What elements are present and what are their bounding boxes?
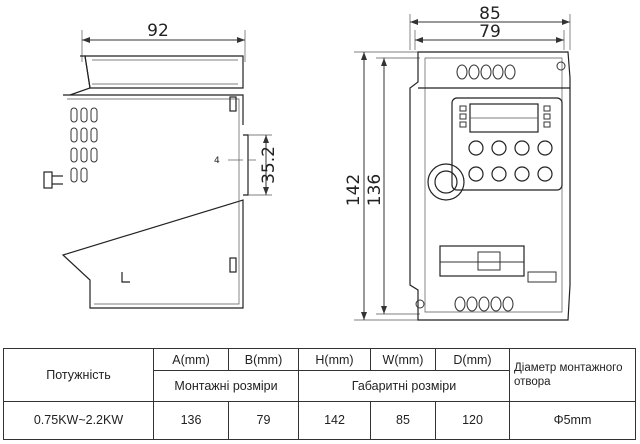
w-cell: 85: [370, 400, 436, 441]
col-h-header: H(mm): [298, 347, 371, 372]
hole-header: Діаметр монтажного отвора: [509, 348, 636, 402]
h-cell: 142: [298, 400, 371, 441]
slot-width-label: 4: [214, 156, 220, 166]
a-cell: 136: [153, 400, 229, 441]
col-w-header: W(mm): [370, 347, 436, 372]
slot-height-label: 35.2: [259, 146, 279, 184]
power-cell: 0.75KW~2.2KW: [3, 400, 154, 441]
dimension-drawing: 92: [43, 4, 571, 321]
power-header: Потужність: [3, 348, 154, 402]
col-a-header: A(mm): [153, 347, 229, 372]
overall-group-header: Габаритні розміри: [298, 370, 510, 402]
d-cell: 120: [435, 400, 510, 441]
mount-group-header: Монтажні розміри: [153, 370, 299, 402]
side-depth-label: 92: [147, 21, 169, 41]
col-d-header: D(mm): [435, 347, 510, 372]
front-view: 85 79 142 136: [344, 4, 571, 321]
hole-cell: Φ5mm: [509, 400, 636, 441]
front-height-mount-label: 136: [365, 174, 385, 206]
front-width-outer-label: 85: [479, 4, 501, 24]
front-width-mount-label: 79: [479, 22, 501, 42]
side-view: 92: [43, 21, 279, 309]
b-cell: 79: [228, 400, 299, 441]
table-row: 0.75KW~2.2KW 136 79 142 85 120 Φ5mm: [3, 400, 636, 441]
front-height-outer-label: 142: [344, 174, 364, 206]
col-b-header: B(mm): [228, 347, 299, 372]
spec-table: Потужність A(mm) B(mm) H(mm) W(mm) D(mm)…: [3, 347, 636, 441]
